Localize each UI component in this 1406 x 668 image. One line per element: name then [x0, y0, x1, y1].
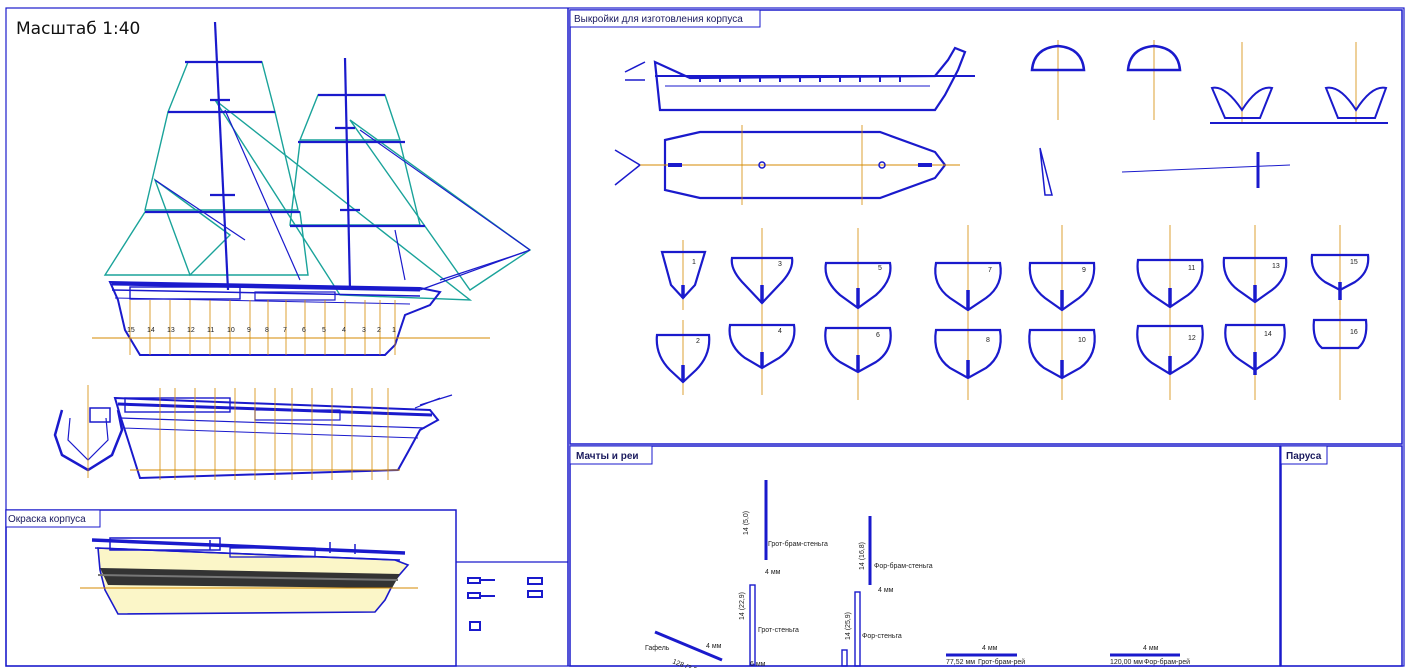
- mast-name: Грот-брам-стеньга: [768, 540, 828, 548]
- frame-label: 5: [878, 265, 882, 272]
- frame-labels: 1 3 5 7 9 11 13 15 2 4 6 8 10 12 14 16: [692, 259, 1358, 345]
- sails-panel: [1280, 445, 1403, 667]
- station-number: 12: [187, 327, 195, 334]
- station-number: 4: [342, 327, 346, 334]
- hull-painting-title: Окраска корпуса: [8, 514, 86, 525]
- yard-dia: 4 мм: [982, 645, 998, 652]
- hull-patterns-title: Выкройки для изготовления корпуса: [574, 14, 743, 25]
- mast-dia: 4 мм: [765, 569, 781, 576]
- frame-label: 8: [986, 337, 990, 344]
- mast-dia: 6 мм: [750, 661, 766, 668]
- mast-labels: Грот-брам-стеньга 4 мм 14 (5,0) Грот-сте…: [645, 511, 1190, 668]
- frame-label: 14: [1264, 331, 1272, 338]
- yard-name: Грот-брам-рей: [978, 658, 1025, 666]
- frame-label: 16: [1350, 329, 1358, 336]
- station-number: 10: [227, 327, 235, 334]
- scale-label: Масштаб 1:40: [16, 19, 140, 39]
- yard-size: 77,52 мм: [946, 659, 975, 666]
- mast-name: Фор-стеньга: [862, 633, 902, 640]
- frame-label: 7: [988, 267, 992, 274]
- masts-yards-title: Мачты и реи: [576, 451, 639, 462]
- station-number: 7: [283, 327, 287, 334]
- mast-parts: [654, 480, 1180, 667]
- station-number: 5: [322, 327, 326, 334]
- station-number: 14: [147, 327, 155, 334]
- station-number: 2: [377, 327, 381, 334]
- mast-size: 14 (5,0): [743, 511, 750, 535]
- hull-painting-panel: [5, 509, 457, 667]
- frame-label: 3: [778, 261, 782, 268]
- stern-parts: [1030, 40, 1388, 196]
- frame-label: 12: [1188, 335, 1196, 342]
- frame-label: 1: [692, 259, 696, 266]
- station-number: 6: [302, 327, 306, 334]
- mast-name: Гафель: [645, 645, 670, 652]
- mast-size: 14 (25,9): [845, 612, 852, 640]
- station-number: 13: [167, 327, 175, 334]
- frame-templates: [655, 225, 1370, 400]
- deck-plan: [614, 125, 960, 205]
- hull-painting-drawing: [80, 537, 543, 631]
- masts-yards-panel: [569, 445, 1281, 667]
- frame-label: 6: [876, 332, 880, 339]
- station-number: 15: [127, 327, 135, 334]
- yard-dia: 4 мм: [1143, 645, 1159, 652]
- frame-label: 2: [696, 338, 700, 345]
- mast-size: 14 (16,8): [859, 542, 866, 570]
- frame-label: 15: [1350, 259, 1358, 266]
- mast-dia: 4 мм: [878, 587, 894, 594]
- keel-profile: [624, 46, 975, 112]
- hull-patterns-panel: [569, 9, 1403, 445]
- station-number: 3: [362, 327, 366, 334]
- station-number: 9: [247, 327, 251, 334]
- station-number: 1: [392, 327, 396, 334]
- frame-label: 10: [1078, 337, 1086, 344]
- yard-name: Фор-брам-рей: [1144, 658, 1190, 666]
- station-number: 8: [265, 327, 269, 334]
- mast-name: Грот-стеньга: [758, 627, 799, 634]
- frame-label: 4: [778, 328, 782, 335]
- mast-size: 14 (22,9): [739, 592, 746, 620]
- frame-label: 13: [1272, 263, 1280, 270]
- sails-title: Паруса: [1286, 451, 1322, 462]
- ship-rigging-profile: 15 14 13 12 11 10 9 8 7 6 5 4 3 2 1: [92, 21, 532, 356]
- mast-name: Фор-брам-стеньга: [874, 562, 933, 570]
- mast-dia: 4 мм: [706, 643, 722, 650]
- yard-size: 120,00 мм: [1110, 659, 1143, 666]
- station-number: 11: [207, 327, 214, 334]
- frame-label: 11: [1188, 265, 1195, 272]
- frame-label: 9: [1082, 267, 1086, 274]
- hull-profile-deck: [53, 385, 453, 480]
